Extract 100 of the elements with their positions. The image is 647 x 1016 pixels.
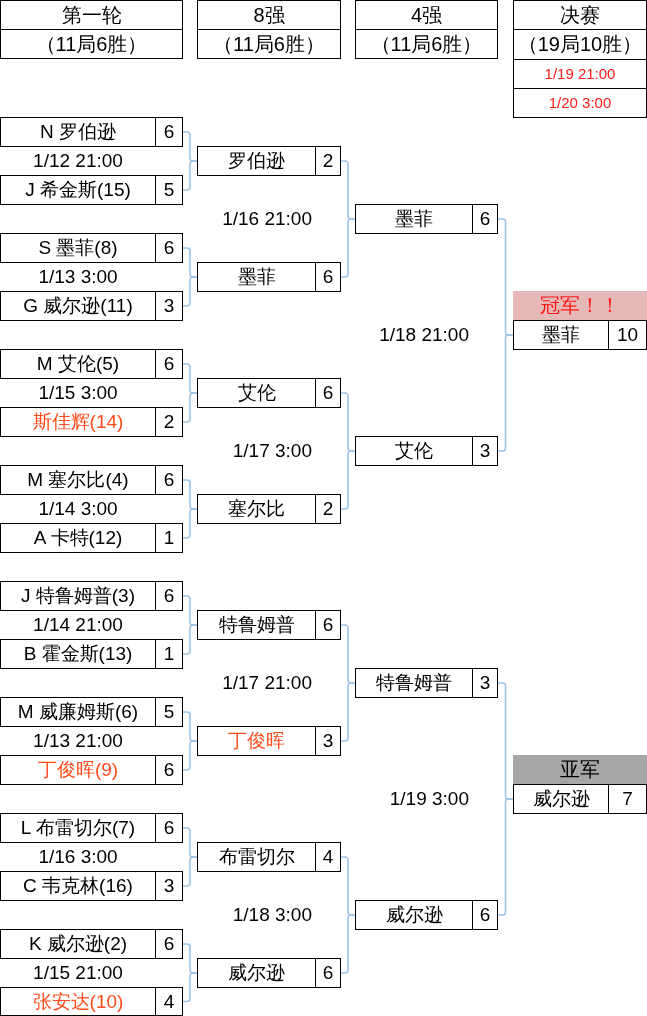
player-name: K 威尔逊(2)	[28, 933, 128, 955]
score: 3	[322, 730, 334, 752]
score: 6	[322, 962, 334, 984]
player-name: 特鲁姆普	[218, 614, 295, 636]
match-format: （11局6胜）	[35, 32, 148, 56]
match-time: 1/13 3:00	[38, 266, 118, 288]
player-box	[0, 929, 183, 959]
player-name: 斯佳辉(14)	[32, 411, 124, 433]
match-time: 1/15 21:00	[33, 962, 123, 984]
player-box	[197, 958, 341, 988]
round-title: 决赛	[560, 3, 600, 27]
header-box	[513, 0, 647, 118]
player-box	[355, 668, 498, 698]
score: 3	[479, 440, 491, 462]
score: 5	[163, 701, 175, 723]
match-time: 1/15 3:00	[38, 382, 118, 404]
player-box	[197, 262, 341, 292]
bracket-line	[182, 624, 198, 655]
round-title: 8强	[253, 3, 285, 27]
bracket-line	[497, 334, 514, 452]
player-name: 特鲁姆普	[376, 672, 452, 694]
player-box	[0, 233, 183, 263]
player-box	[0, 871, 183, 901]
player-box	[0, 349, 183, 379]
score: 6	[163, 585, 175, 607]
banner-label: 冠军！！	[540, 294, 620, 317]
score: 2	[163, 411, 175, 433]
player-name: 墨菲	[395, 208, 433, 230]
player-name: N 罗伯逊	[40, 121, 116, 143]
player-box	[355, 204, 498, 234]
player-name: B 霍金斯(13)	[23, 643, 133, 665]
player-name: 艾伦	[395, 440, 433, 462]
score: 7	[622, 788, 633, 810]
bracket-line	[340, 914, 356, 974]
match-time: 1/18 21:00	[379, 324, 469, 346]
player-box	[0, 407, 183, 437]
score: 2	[322, 498, 334, 520]
bracket-line	[182, 392, 198, 423]
player-box	[0, 987, 183, 1016]
player-name: 丁俊晖	[228, 730, 285, 752]
player-name: A 卡特(12)	[33, 527, 123, 549]
match-time: 1/17 3:00	[232, 440, 312, 462]
round-title: 4强	[410, 3, 443, 27]
player-box	[0, 291, 183, 321]
player-box	[197, 378, 341, 408]
result-banner	[513, 755, 647, 784]
player-name: J 希金斯(15)	[25, 179, 131, 201]
score: 5	[163, 179, 175, 201]
score: 6	[322, 382, 334, 404]
player-name: J 特鲁姆普(3)	[21, 585, 135, 607]
player-name: 塞尔比	[228, 498, 285, 520]
score: 6	[163, 933, 175, 955]
header-box	[0, 0, 183, 59]
score: 3	[163, 875, 175, 897]
player-name: G 威尔逊(11)	[23, 295, 133, 317]
header-box	[197, 0, 341, 59]
bracket-line	[182, 740, 198, 771]
score: 3	[479, 672, 491, 694]
player-name: 丁俊晖(9)	[37, 759, 119, 781]
player-box	[0, 523, 183, 553]
player-box	[0, 813, 183, 843]
player-box	[0, 697, 183, 727]
match-time: 1/12 21:00	[33, 150, 123, 172]
match-time: 1/20 3:00	[548, 94, 612, 112]
bracket-line	[182, 508, 198, 539]
player-box	[0, 117, 183, 147]
player-box	[513, 784, 647, 814]
player-box	[513, 320, 647, 350]
bracket-line	[340, 450, 356, 510]
player-box	[197, 726, 341, 756]
score: 6	[163, 237, 175, 259]
bracket-line	[340, 682, 356, 742]
bracket-line	[497, 798, 514, 916]
score: 6	[163, 353, 175, 375]
match-format: （19局10胜）	[517, 32, 643, 56]
match-time: 1/13 21:00	[33, 730, 123, 752]
score: 6	[163, 121, 175, 143]
header-box	[355, 0, 498, 59]
player-name: 威尔逊	[385, 904, 443, 926]
match-time: 1/16 21:00	[222, 208, 312, 230]
player-name: 艾伦	[237, 382, 276, 404]
score: 6	[163, 759, 175, 781]
player-box	[197, 610, 341, 640]
player-box	[0, 465, 183, 495]
bracket-line	[182, 972, 198, 1003]
player-name: 墨菲	[542, 324, 580, 346]
score: 1	[163, 527, 175, 549]
match-time: 1/16 3:00	[38, 846, 118, 868]
score: 1	[163, 643, 175, 665]
player-name: 布雷切尔	[218, 846, 295, 868]
player-name: C 韦克林(16)	[23, 875, 133, 897]
bracket-line	[182, 276, 198, 307]
player-name: 威尔逊	[532, 788, 590, 810]
player-box	[0, 755, 183, 785]
bracket-line	[340, 218, 356, 278]
match-time: 1/17 21:00	[222, 672, 312, 694]
score: 4	[322, 846, 334, 868]
score: 6	[479, 904, 491, 926]
player-name: M 艾伦(5)	[36, 353, 120, 375]
match-time: 1/19 3:00	[389, 788, 469, 810]
